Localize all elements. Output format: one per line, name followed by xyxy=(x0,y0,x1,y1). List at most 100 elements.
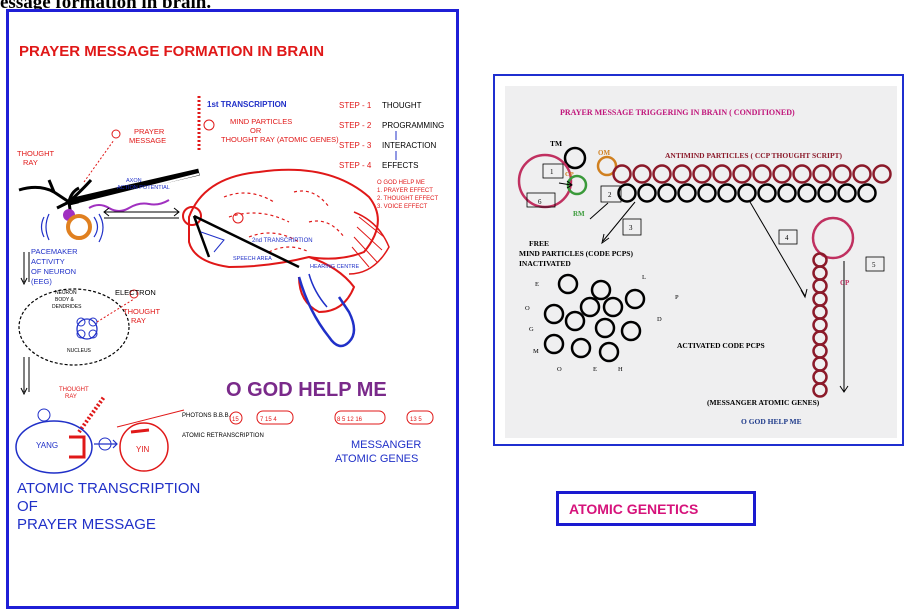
pacemaker-4: (EEG) xyxy=(31,277,52,286)
thought-ray-low-1: THOUGHT xyxy=(59,387,89,393)
effects-list: O GOD HELP ME 1. PRAYER EFFECT 2. THOUGH… xyxy=(377,180,438,210)
box-5-label: 5 xyxy=(872,261,876,269)
activated-chain xyxy=(814,254,827,397)
letter-o: O xyxy=(525,305,530,312)
atomic-genetics-box: ATOMIC GENETICS xyxy=(556,491,756,526)
pacemaker-1: PACEMAKER xyxy=(31,247,78,256)
o-god-help-me: O GOD HELP ME xyxy=(226,379,387,401)
left-title: PRAYER MESSAGE FORMATION IN BRAIN xyxy=(19,43,324,60)
thought-ray-mid-1: THOUGHT xyxy=(123,307,160,316)
step-4-num: STEP - 4 xyxy=(339,161,372,170)
action-potential-label: ACTION POTENTIAL xyxy=(117,185,170,191)
cp-right-label: CP xyxy=(840,279,850,287)
number-group-2: 7 15 4 xyxy=(260,417,277,423)
speech-area: SPEECH AREA xyxy=(233,256,272,262)
letter-g: G xyxy=(529,326,534,333)
prayer-message-formation-figure: PRAYER MESSAGE FORMATION IN BRAIN 1st TR… xyxy=(6,9,459,609)
step-4-label: EFFECTS xyxy=(382,161,418,170)
vertical-arrow-2 xyxy=(21,357,29,394)
box-1-label: 1 xyxy=(550,168,554,176)
atomic-transcription-1: ATOMIC TRANSCRIPTION xyxy=(17,480,200,497)
free-mind-3: INACTIVATED xyxy=(519,259,571,268)
step-1-num: STEP - 1 xyxy=(339,101,372,110)
effect-1: 1. PRAYER EFFECT xyxy=(377,188,433,194)
mind-particles-1: MIND PARTICLES xyxy=(230,117,292,126)
marker-1 xyxy=(112,130,120,138)
messanger-genes-label: (MESSANGER ATOMIC GENES) xyxy=(707,398,820,407)
diag-arrow-activate xyxy=(750,202,805,296)
neuron-body-1: NEURON xyxy=(55,290,77,296)
photons-label: PHOTONS B.B.B. xyxy=(182,413,231,419)
box-3-label: 3 xyxy=(629,224,633,232)
effect-0: O GOD HELP ME xyxy=(377,180,425,186)
prayer-message-triggering-figure: PRAYER MESSAGE TRIGGERING IN BRAIN ( CON… xyxy=(493,74,904,446)
prayer-message-1: PRAYER xyxy=(134,127,165,136)
atomic-transcription-3: PRAYER MESSAGE xyxy=(17,516,156,533)
letter-m: M xyxy=(533,348,539,355)
antimind-chain-top xyxy=(614,166,891,183)
axon-label: AXON xyxy=(126,178,142,184)
free-particles xyxy=(545,275,644,361)
letter-d: D xyxy=(657,316,662,323)
left-diagram: PRAYER MESSAGE FORMATION IN BRAIN 1st TR… xyxy=(9,12,456,606)
letter-e-2: E xyxy=(593,366,597,373)
vertical-arrow-1 xyxy=(21,252,29,284)
right-title: PRAYER MESSAGE TRIGGERING IN BRAIN ( CON… xyxy=(560,108,795,117)
effect-2: 2. THOUGHT EFFECT xyxy=(377,196,438,202)
second-transcription: 2nd TRANSCRIPTION xyxy=(252,238,313,244)
yang-label: YANG xyxy=(36,441,58,450)
arrows-neuron-brain xyxy=(104,208,179,218)
messanger-label: MESSANGER xyxy=(351,439,421,451)
tm-label: TM xyxy=(550,139,562,148)
step-3-label: INTERACTION xyxy=(382,141,436,150)
letter-o-2: O xyxy=(557,366,562,373)
letter-l: L xyxy=(642,274,646,281)
thought-ray-low-beam xyxy=(79,397,104,432)
thought-ray-2: RAY xyxy=(23,158,38,167)
mind-particles-2: OR xyxy=(250,126,262,135)
tm-circle xyxy=(565,148,585,168)
om-label: OM xyxy=(598,149,610,157)
letter-e: E xyxy=(535,281,539,288)
thought-ray-mid-2: RAY xyxy=(131,316,146,325)
retranscription-label: ATOMIC RETRANSCRIPTION xyxy=(182,433,264,439)
rm-label: RM xyxy=(573,210,585,218)
number-group-1: 15 xyxy=(232,417,239,423)
activated-label: ACTIVATED CODE PCPS xyxy=(677,341,765,350)
yang-yin-arrow xyxy=(94,440,117,448)
letter-p: P xyxy=(675,294,679,301)
prayer-message-2: MESSAGE xyxy=(129,136,166,145)
triggering-diagram-background: PRAYER MESSAGE TRIGGERING IN BRAIN ( CON… xyxy=(505,86,897,438)
pacemaker-2: ACTIVITY xyxy=(31,257,65,266)
number-groups: 15 7 15 4 8 5 12 16 13 5 xyxy=(230,411,433,424)
yin-label: YIN xyxy=(136,445,150,454)
free-mind-1: FREE xyxy=(529,239,549,248)
prayer-arrow xyxy=(84,140,114,182)
hearing-centre: HEARING CENTRE xyxy=(310,264,360,270)
cp-top-circle xyxy=(813,218,853,258)
first-transcription: 1st TRANSCRIPTION xyxy=(207,100,287,109)
pacemaker-3: OF NEURON xyxy=(31,267,76,276)
number-group-4: 13 5 xyxy=(410,417,422,423)
atomic-genes-label: ATOMIC GENES xyxy=(335,453,418,465)
box-6-label: 6 xyxy=(538,198,542,206)
box-4-label: 4 xyxy=(785,234,789,242)
neuron-body-3: DENDRIDES xyxy=(52,304,82,310)
neuron-illustration xyxy=(19,172,199,242)
step-3-num: STEP - 3 xyxy=(339,141,372,150)
marker-3 xyxy=(204,120,214,130)
number-group-3: 8 5 12 16 xyxy=(337,417,363,423)
atomic-transcription-2: OF xyxy=(17,498,38,515)
yin-cell xyxy=(117,410,184,471)
box-2-label: 2 xyxy=(608,191,612,199)
step-1-label: THOUGHT xyxy=(382,101,422,110)
step-2-num: STEP - 2 xyxy=(339,121,372,130)
brain-illustration xyxy=(183,170,389,346)
short-arrow xyxy=(590,203,608,219)
right-diagram: PRAYER MESSAGE TRIGGERING IN BRAIN ( CON… xyxy=(505,86,897,438)
letter-h: H xyxy=(618,366,623,373)
free-mind-2: MIND PARTICLES (CODE PCPS) xyxy=(519,249,633,258)
steps-list: STEP - 1 THOUGHT STEP - 2 PROGRAMMING ST… xyxy=(339,101,444,170)
electron-label: ELECTRON xyxy=(115,288,156,297)
neuron-body-2: BODY & xyxy=(55,297,74,303)
